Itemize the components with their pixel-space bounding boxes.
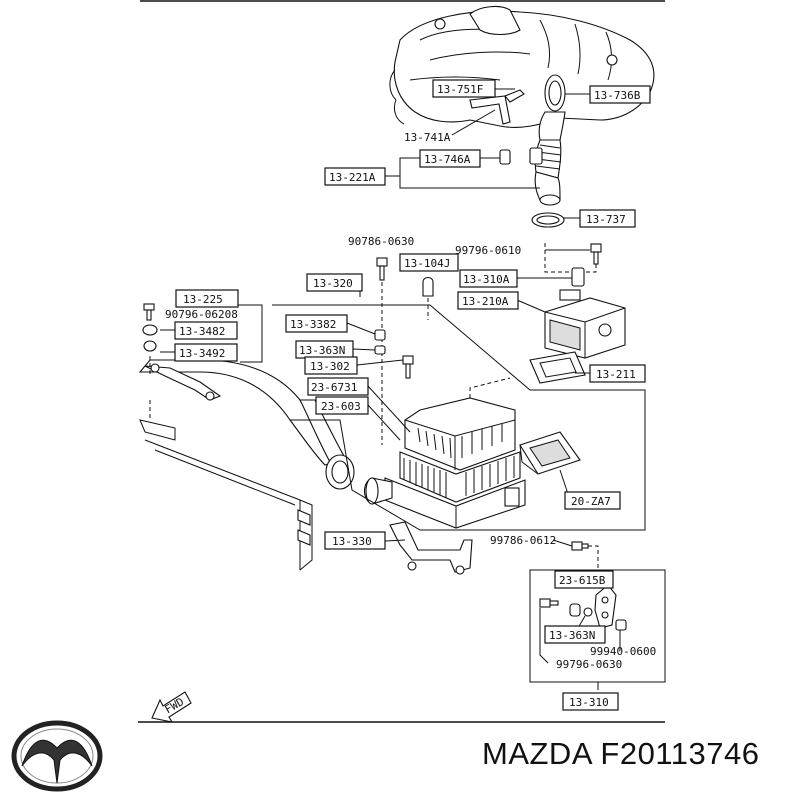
label-90796-06208: 90796-06208: [165, 308, 238, 321]
label-13-320: 13-320: [306, 273, 363, 292]
svg-text:13-3382: 13-3382: [290, 318, 336, 331]
bolt-13-302: [402, 355, 414, 365]
label-99940-0600: 99940-0600: [590, 645, 656, 658]
svg-text:13-104J: 13-104J: [404, 257, 450, 270]
radiator-outline: [139, 419, 313, 571]
svg-text:13-3482: 13-3482: [179, 325, 225, 338]
label-13-310A: 13-310A: [459, 269, 518, 288]
detail-frame: [529, 569, 666, 683]
label-13-302: 13-302: [304, 356, 358, 375]
label-13-363N-lower: 13-363N: [544, 625, 606, 644]
svg-text:23-615B: 23-615B: [559, 574, 606, 587]
bushing: [374, 345, 386, 355]
leader-lines: [160, 88, 646, 690]
engine-illustration: [389, 5, 655, 128]
label-13-737: 13-737: [579, 209, 636, 228]
label-13-225: 13-225: [175, 289, 239, 308]
intake-hose-upper: [469, 74, 566, 206]
svg-text:13-211: 13-211: [596, 368, 636, 381]
bolt-13-225: [142, 303, 158, 352]
label-13-746A: 13-746A: [419, 149, 481, 168]
forward-arrow-icon: FWD: [151, 691, 192, 723]
svg-text:13-751F: 13-751F: [437, 83, 483, 96]
label-13-3482: 13-3482: [174, 321, 238, 340]
svg-text:13-310: 13-310: [569, 696, 609, 709]
label-13-736B: 13-736B: [589, 85, 651, 104]
mazda-logo-icon: [11, 720, 103, 792]
label-13-751F: 13-751F: [432, 79, 496, 98]
svg-text:13-746A: 13-746A: [424, 153, 471, 166]
svg-text:23-6731: 23-6731: [311, 381, 357, 394]
small-bracket: [571, 267, 585, 287]
label-20-ZA7: 20-ZA7: [564, 491, 621, 510]
svg-text:20-ZA7: 20-ZA7: [571, 495, 611, 508]
air-cleaner-housing: [363, 377, 526, 529]
svg-text:13-302: 13-302: [310, 360, 350, 373]
svg-text:13-210A: 13-210A: [462, 295, 509, 308]
hose-clamp: [531, 212, 565, 228]
svg-text:13-363N: 13-363N: [549, 629, 595, 642]
label-90786-0630: 90786-0630: [348, 235, 414, 248]
svg-text:13-737: 13-737: [586, 213, 626, 226]
bracket-13-330: [389, 521, 473, 575]
label-13-741A: 13-741A: [404, 131, 451, 144]
label-99786-0612: 99786-0612: [490, 534, 556, 547]
bolt-99786-0612: [571, 541, 589, 551]
label-13-210A: 13-210A: [457, 291, 519, 310]
cap-13-104J: [422, 276, 434, 297]
svg-text:13-225: 13-225: [183, 293, 223, 306]
svg-text:13-363N: 13-363N: [299, 344, 345, 357]
svg-text:13-736B: 13-736B: [594, 89, 641, 102]
label-13-3492: 13-3492: [174, 343, 238, 362]
label-13-221A: 13-221A: [324, 167, 386, 186]
bolt-99796-0610: [590, 243, 602, 265]
bolt-90786-0630: [376, 257, 388, 281]
mount-bracket-23-615B: [539, 584, 627, 631]
label-13-104J: 13-104J: [399, 253, 459, 272]
label-23-603: 23-603: [315, 396, 369, 415]
svg-text:13-221A: 13-221A: [329, 171, 376, 184]
intake-pipe: [138, 359, 355, 490]
svg-text:23-603: 23-603: [321, 400, 361, 413]
airflow-meter: [544, 289, 626, 359]
svg-text:13-330: 13-330: [332, 535, 372, 548]
label-13-211: 13-211: [589, 364, 646, 383]
gasket: [529, 351, 586, 384]
svg-text:13-310A: 13-310A: [463, 273, 510, 286]
svg-text:13-320: 13-320: [313, 277, 353, 290]
dashed-leader-1: [544, 242, 597, 273]
label-13-363N-upper: 13-363N: [295, 340, 354, 359]
label-23-6731: 23-6731: [307, 377, 369, 396]
brand-part-number: MAZDA F20113746: [482, 736, 760, 771]
label-13-330: 13-330: [324, 531, 386, 550]
label-13-310: 13-310: [562, 692, 619, 711]
grommet: [374, 329, 386, 341]
label-99796-0610: 99796-0610: [455, 244, 521, 257]
label-13-3382: 13-3382: [285, 314, 348, 333]
svg-text:13-3492: 13-3492: [179, 347, 225, 360]
label-99796-0630: 99796-0630: [556, 658, 622, 671]
air-duct-20-ZA7: [519, 431, 581, 475]
label-23-615B: 23-615B: [554, 570, 614, 589]
